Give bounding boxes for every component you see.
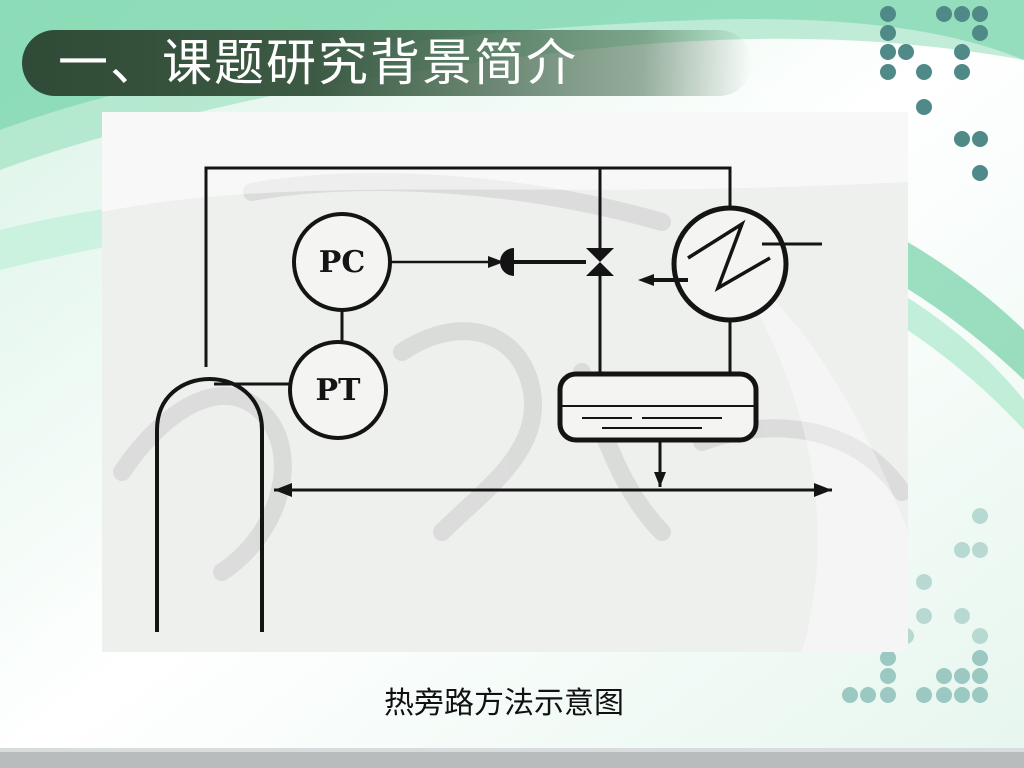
slide-title: 一、课题研究背景简介 [58,34,578,92]
pt-transmitter: PT [288,340,388,440]
valve-actuator-icon [500,248,514,276]
watermark [113,173,908,581]
title-bar [22,30,752,96]
pt-label: PT [316,373,362,408]
distillation-column [155,377,264,632]
pc-label: PC [319,245,365,280]
control-valve-icon [586,248,614,276]
diagram-caption: 热旁路方法示意图 [384,686,624,721]
pc-controller: PC [292,212,392,312]
hot-gas-bypass-diagram: PC PT [102,112,908,652]
condenser-icon [650,205,822,323]
reflux-drum [557,371,759,443]
diagram-canvas: PC PT [102,112,908,652]
